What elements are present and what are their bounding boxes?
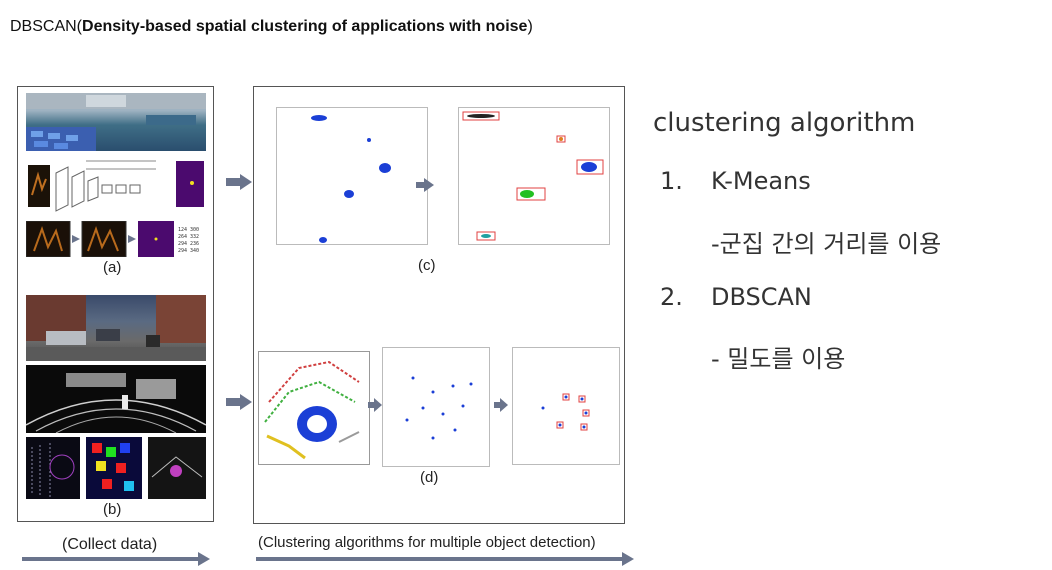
caption-right-arrow-head — [622, 552, 634, 566]
outline-item-1-number: 1. — [660, 167, 683, 195]
caption-collect-data: (Collect data) — [62, 536, 158, 553]
lidar-tiles-drawing — [26, 437, 206, 499]
arrow-d2 — [494, 397, 508, 416]
title-suffix: ) — [527, 18, 533, 35]
svg-text:124 300: 124 300 — [178, 227, 199, 233]
label-a: (a) — [103, 259, 122, 276]
outline-item-1-name: K-Means — [711, 167, 811, 195]
svg-text:294 340: 294 340 — [178, 248, 199, 254]
street-photo — [26, 295, 206, 361]
lidar-tiles-row — [26, 437, 206, 499]
arrow-c — [416, 177, 434, 196]
page-title: DBSCAN(Density-based spatial clustering … — [10, 18, 533, 36]
network-diagram — [26, 155, 206, 215]
outline-item-1-desc: -군집 간의 거리를 이용 — [711, 230, 942, 258]
caption-left-arrow-head — [198, 552, 210, 566]
outline-item-2-desc: - 밀도를 이용 — [711, 345, 846, 373]
network-diagram-drawing — [28, 160, 204, 212]
arrow-right-top-drawing — [226, 174, 252, 190]
pool-photo — [26, 93, 206, 151]
lidar-scan — [26, 365, 206, 433]
scatter-raw-drawing — [311, 115, 391, 243]
arrow-d2-drawing — [494, 398, 508, 412]
sonar-images-drawing: 124 300 264 332 294 236 294 340 — [26, 221, 199, 257]
scatter-clustered-drawing — [462, 111, 604, 241]
clustering-panel: (c) — [253, 86, 625, 524]
lidar-points-sparse — [382, 347, 490, 467]
scatter-raw — [276, 107, 428, 245]
lidar-cluster-drawing — [264, 360, 360, 460]
pool-photo-drawing — [26, 93, 206, 151]
caption-right-arrow-line — [256, 557, 624, 561]
arrow-c-drawing — [416, 178, 434, 192]
street-photo-drawing — [26, 295, 206, 361]
lidar-points-sparse-drawing — [405, 376, 473, 440]
caption-clustering: (Clustering algorithms for multiple obje… — [258, 534, 596, 551]
label-c: (c) — [418, 257, 436, 274]
arrow-d1-drawing — [368, 398, 382, 412]
label-b: (b) — [103, 501, 122, 518]
lidar-points-boxed — [512, 347, 620, 465]
caption-left-arrow-line — [22, 557, 200, 561]
arrow-right-bottom-drawing — [226, 394, 252, 410]
svg-text:264 332: 264 332 — [178, 234, 199, 240]
title-bold: Density-based spatial clustering of appl… — [82, 18, 528, 35]
lidar-scan-drawing — [26, 373, 206, 433]
svg-text:294 236: 294 236 — [178, 241, 199, 247]
sonar-images-row: 124 300 264 332 294 236 294 340 — [26, 221, 206, 257]
arrow-d1 — [368, 397, 382, 416]
scatter-clustered — [458, 107, 610, 245]
lidar-cluster — [258, 351, 370, 465]
lidar-points-boxed-drawing — [541, 393, 590, 431]
title-prefix: DBSCAN( — [10, 18, 83, 35]
arrow-right-bottom — [226, 394, 252, 414]
arrow-right-top — [226, 174, 252, 194]
collect-data-panel: 124 300 264 332 294 236 294 340 (a) — [17, 86, 214, 522]
outline-item-2-name: DBSCAN — [711, 283, 812, 311]
label-d: (d) — [420, 469, 439, 486]
outline-item-2-number: 2. — [660, 283, 683, 311]
outline-heading: clustering algorithm — [653, 108, 916, 138]
